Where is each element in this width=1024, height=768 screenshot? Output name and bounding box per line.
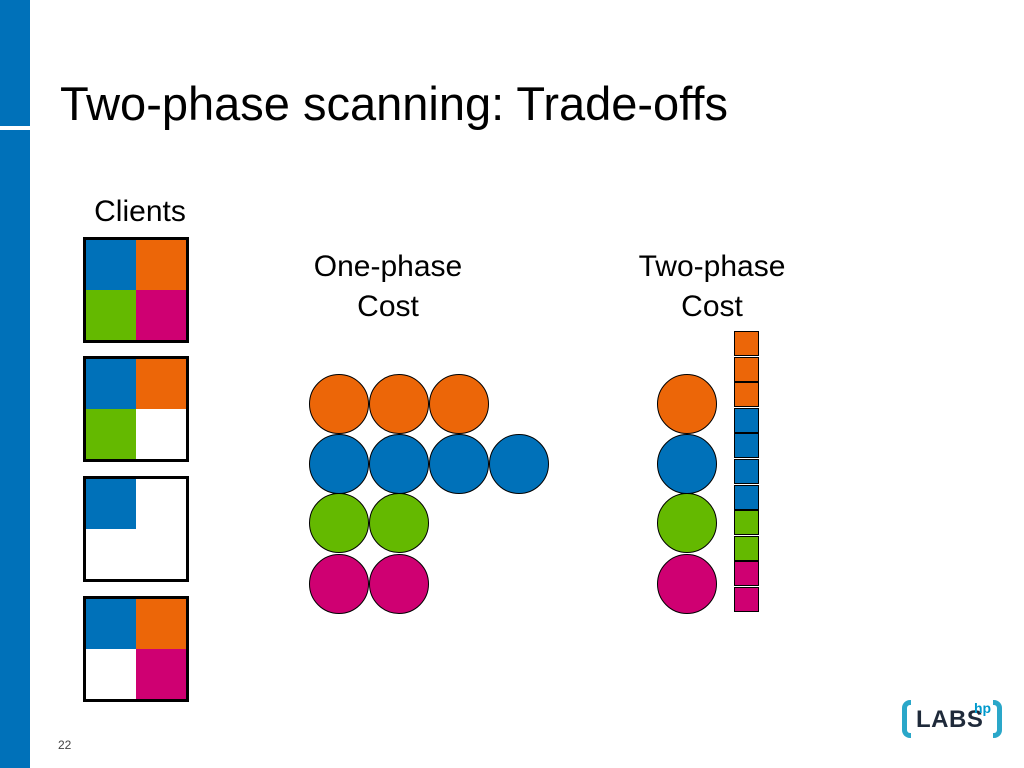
client-box [83,476,189,582]
client-quadrant-empty [136,479,186,529]
client-quadrant-orange [136,599,186,649]
client-quadrant-blue [86,240,136,290]
two-phase-bar-segment-orange [734,331,759,356]
hp-labs-logo: LABS hp [902,700,1002,742]
two-phase-bar-segment-green [734,535,759,561]
logo-text: LABS [916,706,984,733]
client-quadrant-blue [86,599,136,649]
two-phase-bar-segment-orange [734,382,759,408]
two-phase-bar-segment-blue [734,433,759,459]
client-quadrant-blue [86,359,136,409]
one-phase-circle-blue [309,434,369,494]
two-phase-bar-segment-blue [734,407,759,433]
client-box [83,356,189,462]
page-number: 22 [58,738,72,752]
one-phase-circle-blue [429,434,489,494]
one-phase-cost-label: One-phase Cost [288,247,488,327]
client-quadrant-green [86,409,136,459]
two-phase-bar-segment-magenta [734,587,759,612]
client-quadrant-empty [136,409,186,459]
client-quadrant-empty [86,529,136,579]
client-quadrant-orange [136,359,186,409]
two-phase-label-line1: Two-phase [638,250,786,283]
one-phase-circle-orange [309,374,369,434]
one-phase-circle-magenta [369,554,429,614]
client-quadrant-empty [136,529,186,579]
client-quadrant-magenta [136,290,186,340]
sidebar-accent-top [0,0,30,126]
one-phase-label-line2: Cost [357,290,419,323]
two-phase-bar-segment-green [734,510,759,536]
client-quadrant-green [86,290,136,340]
two-phase-circle-blue [657,434,717,494]
two-phase-cost-label: Two-phase Cost [612,247,812,327]
sidebar-accent-bottom [0,130,30,768]
two-phase-circle-magenta [657,554,717,614]
logo-left-bracket [902,700,911,738]
two-phase-label-line2: Cost [681,290,743,323]
one-phase-circle-orange [429,374,489,434]
client-quadrant-magenta [136,649,186,699]
two-phase-circle-green [657,493,717,553]
two-phase-bar-segment-blue [734,459,759,484]
title-rule [0,126,58,130]
one-phase-label-line1: One-phase [313,250,463,283]
logo-superscript: hp [974,700,992,716]
two-phase-bar-segment-orange [734,356,759,382]
two-phase-bar-segment-blue [734,484,759,510]
one-phase-circle-blue [489,434,549,494]
client-box [83,596,189,702]
one-phase-circle-green [309,493,369,553]
client-box [83,237,189,343]
two-phase-bar-segment-magenta [734,561,759,587]
one-phase-circle-orange [369,374,429,434]
one-phase-circle-blue [369,434,429,494]
one-phase-circle-green [369,493,429,553]
client-quadrant-blue [86,479,136,529]
clients-label: Clients [94,195,186,228]
one-phase-circle-magenta [309,554,369,614]
logo-right-bracket [993,700,1002,738]
client-quadrant-orange [136,240,186,290]
slide-title: Two-phase scanning: Trade-offs [60,77,728,130]
client-quadrant-empty [86,649,136,699]
two-phase-circle-orange [657,374,717,434]
